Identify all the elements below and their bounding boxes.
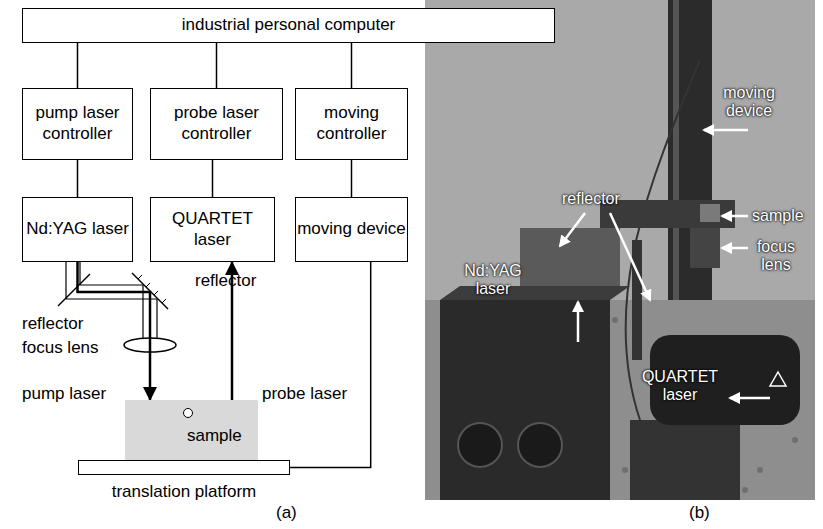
sample-block: sample [125, 400, 258, 460]
text-label: (b) [689, 503, 710, 523]
photo-background [425, 0, 815, 500]
connector-line [290, 262, 371, 468]
sample-point [183, 408, 193, 418]
table-hole [757, 467, 763, 473]
table-hole [612, 317, 618, 323]
node-label: industrial personal computer [182, 15, 396, 36]
node-label: moving controller [296, 103, 407, 144]
node-label: moving device [297, 219, 406, 240]
laser-housing [440, 300, 610, 500]
pointer-arrow [722, 247, 748, 250]
device-box: QUARTET laser [150, 197, 275, 262]
connector-line [77, 160, 79, 197]
tower-highlight [673, 0, 679, 300]
sample-holder [700, 204, 720, 222]
laser-base [630, 420, 740, 500]
device-box: probe laser controller [150, 88, 283, 160]
text-label: (a) [276, 503, 297, 523]
pointer-arrow [577, 302, 580, 342]
device-box: moving device [295, 197, 408, 262]
device-box: pump laser controller [22, 88, 133, 160]
beam-line [65, 262, 66, 299]
device-box: industrial personal computer [22, 8, 555, 43]
photo-label: Nd:YAG laser [460, 262, 526, 299]
pointer-arrow [610, 213, 650, 300]
optical-table [425, 300, 815, 500]
text-label: probe laser [262, 384, 347, 404]
pointer-arrow [722, 215, 748, 218]
photo-label: focus lens [752, 238, 800, 275]
post [632, 240, 642, 360]
warning-sign [770, 372, 786, 386]
fan [458, 423, 502, 467]
beam-line [156, 299, 157, 339]
lens-mount [690, 228, 720, 268]
connector-line [77, 43, 79, 88]
table-hole [792, 437, 798, 443]
photo-label: sample [752, 207, 804, 225]
text-label: pump laser [22, 384, 106, 404]
text-label: reflector [22, 314, 83, 334]
device-box: Nd:YAG laser [22, 197, 133, 262]
pointer-arrow [704, 129, 748, 132]
stage-arm [520, 228, 620, 290]
connector-line [212, 160, 214, 197]
table-hole [742, 487, 748, 493]
beam-line [80, 284, 143, 285]
node-label: translation platform [79, 482, 289, 503]
node-label: probe laser controller [151, 103, 282, 144]
pointer-arrow [730, 397, 770, 400]
node-label: Nd:YAG laser [26, 219, 129, 240]
node-label: sample [187, 426, 242, 447]
connector-line [216, 43, 218, 88]
photo-label: QUARTET laser [638, 368, 722, 405]
photo-label: reflector [562, 190, 620, 208]
horizontal-stage [600, 200, 735, 228]
reflector-hatch [138, 275, 166, 303]
pump-beam [78, 262, 151, 400]
reflector-symbol [58, 274, 90, 306]
node-label: QUARTET laser [168, 209, 258, 250]
device-box: moving controller [295, 88, 408, 160]
fan [518, 423, 562, 467]
translation-platform: translation platform [78, 460, 290, 475]
connector-line [351, 43, 353, 88]
table-hole [622, 467, 628, 473]
photo-label: moving device [718, 84, 780, 121]
pointer-arrow [560, 213, 585, 246]
node-label: pump laser controller [23, 103, 132, 144]
text-label: focus lens [22, 338, 99, 358]
beam-line [79, 262, 80, 285]
text-label: reflector [195, 271, 256, 291]
connector-line [351, 160, 353, 197]
laser-top [440, 286, 630, 300]
